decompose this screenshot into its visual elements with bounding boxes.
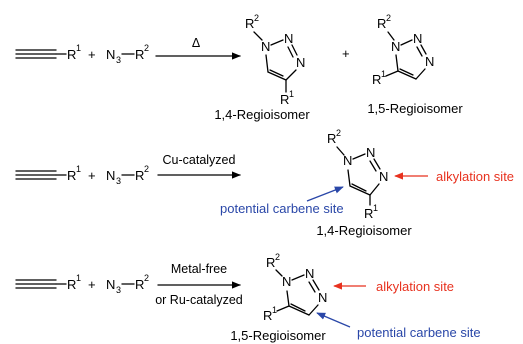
r1-label: R	[364, 206, 373, 221]
r2-label: R	[327, 131, 336, 146]
ring-n1: N	[343, 153, 352, 168]
r1-label: R	[67, 277, 76, 292]
azide-reactant: N 3 R 2	[106, 43, 149, 65]
azide-n-label: N	[106, 47, 115, 62]
reaction-row-thermal: R 1 + N 3 R 2 Δ R 2 N N N	[15, 13, 463, 122]
ring-n2: N	[284, 31, 293, 46]
ring-n3: N	[425, 54, 434, 69]
product-label-1-4: 1,4-Regioisomer	[316, 223, 412, 238]
ring-n3: N	[296, 55, 305, 70]
r2-superscript: 2	[336, 128, 341, 138]
carbene-arrow	[316, 312, 351, 328]
alkylation-site-label: alkylation site	[376, 279, 454, 294]
r1-label: R	[280, 92, 289, 107]
azide-reactant: N 3 R 2	[106, 164, 149, 186]
azide-subscript: 3	[116, 176, 121, 186]
ring-n1: N	[261, 39, 270, 54]
r1-superscript: 1	[272, 305, 277, 315]
plus-sign: +	[342, 46, 350, 61]
r2-label: R	[135, 168, 144, 183]
azide-subscript: 3	[116, 55, 121, 65]
plus-sign: +	[88, 277, 96, 292]
reaction-condition-line2: or Ru-catalyzed	[155, 293, 243, 307]
r2-label: R	[377, 16, 386, 31]
r2-superscript: 2	[254, 13, 259, 23]
azide-subscript: 3	[116, 285, 121, 295]
alkyne-reactant: R 1	[15, 43, 81, 62]
ring-n3-alkylation: N	[379, 169, 388, 184]
r1-superscript: 1	[76, 164, 81, 174]
triazole-1-5: R 2 N N N R 1	[372, 13, 434, 87]
r2-superscript: 2	[275, 252, 280, 262]
r2-label: R	[135, 47, 144, 62]
carbene-site-label: potential carbene site	[357, 325, 481, 340]
azide-n-label: N	[106, 277, 115, 292]
r1-superscript: 1	[76, 273, 81, 283]
triazole-1-4: R 2 N N N R 1	[245, 13, 305, 107]
r2-label: R	[135, 277, 144, 292]
product-label-1-4: 1,4-Regioisomer	[214, 107, 310, 122]
carbene-arrow	[306, 186, 344, 202]
plus-sign: +	[88, 47, 96, 62]
product-label-1-5: 1,5-Regioisomer	[367, 101, 463, 116]
ring-n1: N	[282, 274, 291, 289]
r2-label: R	[266, 255, 275, 270]
r1-superscript: 1	[373, 203, 378, 213]
azide-reactant: N 3 R 2	[106, 273, 149, 295]
r1-superscript: 1	[381, 69, 386, 79]
product-label-1-5: 1,5-Regioisomer	[230, 328, 326, 343]
r1-superscript: 1	[76, 43, 81, 53]
reaction-row-cu: R 1 + N 3 R 2 Cu-catalyzed R 2 N N N	[15, 128, 514, 238]
ring-n2: N	[305, 266, 314, 281]
r1-label: R	[67, 47, 76, 62]
r1-superscript: 1	[289, 89, 294, 99]
ring-n3-alkylation: N	[318, 290, 327, 305]
triazole-1-4: R 2 N N N R 1	[327, 128, 388, 221]
r2-superscript: 2	[386, 13, 391, 23]
triazole-1-5: R 2 N N N R 1	[263, 252, 327, 323]
plus-sign: +	[88, 168, 96, 183]
alkyne-reactant: R 1	[15, 273, 81, 292]
ring-n1: N	[391, 39, 400, 54]
r2-label: R	[245, 16, 254, 31]
r1-label: R	[263, 308, 272, 323]
r2-superscript: 2	[144, 164, 149, 174]
reaction-condition: Δ	[192, 36, 200, 50]
carbene-site-label: potential carbene site	[220, 201, 344, 216]
azide-n-label: N	[106, 168, 115, 183]
r2-superscript: 2	[144, 43, 149, 53]
reaction-condition: Cu-catalyzed	[163, 153, 236, 167]
ring-n2: N	[413, 31, 422, 46]
r1-label: R	[67, 168, 76, 183]
reaction-condition: Metal-free	[171, 262, 227, 276]
reaction-row-ru: R 1 + N 3 R 2 Metal-free or Ru-catalyzed…	[15, 252, 481, 343]
r2-superscript: 2	[144, 273, 149, 283]
alkylation-site-label: alkylation site	[436, 169, 514, 184]
r1-label: R	[372, 72, 381, 87]
ring-n2: N	[366, 145, 375, 160]
alkyne-reactant: R 1	[15, 164, 81, 183]
